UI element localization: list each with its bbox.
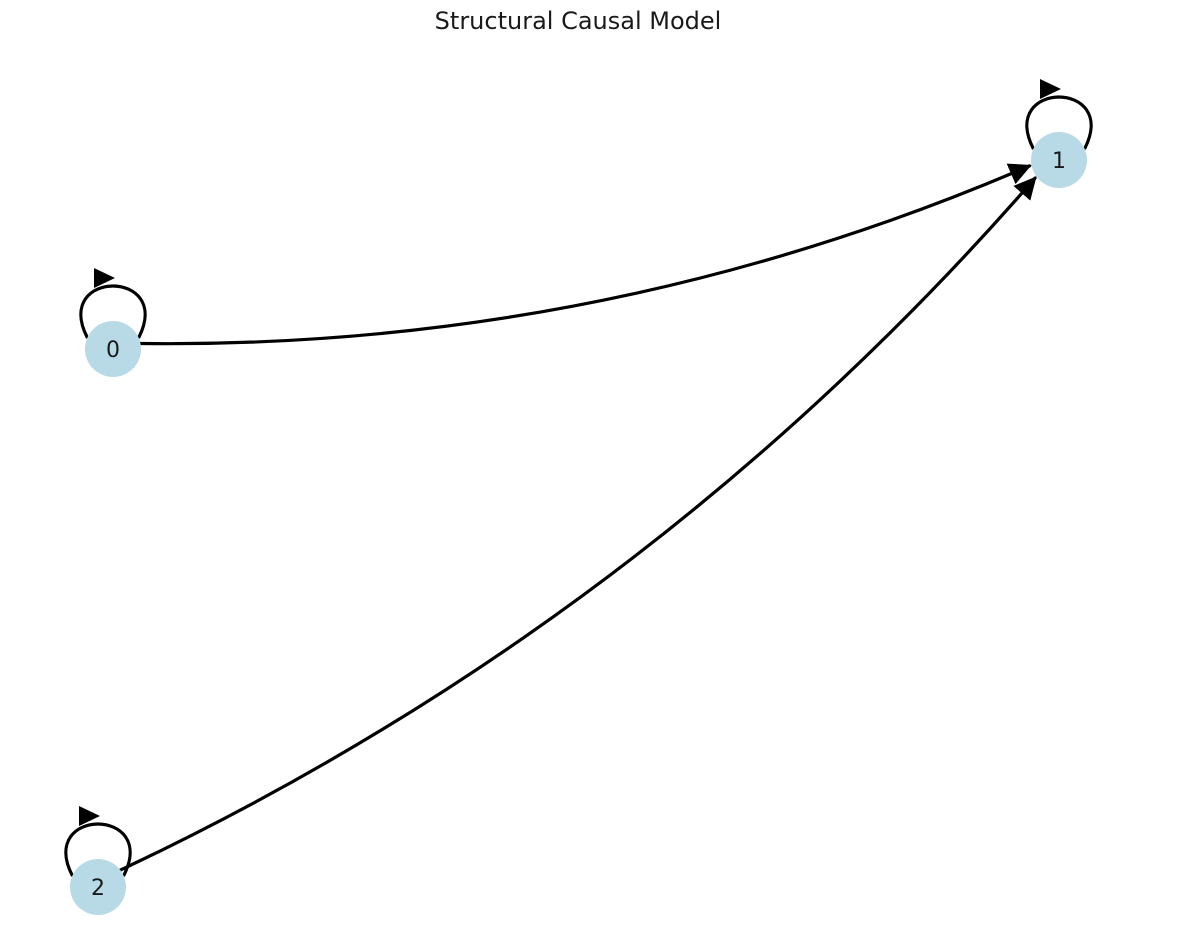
- node-circle-2: [70, 859, 126, 915]
- node-circle-0: [85, 321, 141, 377]
- edge-0-to-1: [138, 163, 1032, 346]
- diagram-title: Structural Causal Model: [435, 7, 722, 35]
- edges: [118, 163, 1037, 872]
- node-1: 1: [1031, 132, 1087, 188]
- nodes: 0 1 2: [70, 132, 1087, 915]
- edge-2-to-1: [118, 176, 1037, 872]
- self-loop-arrowhead-2: [79, 806, 100, 826]
- self-loops: [64, 79, 1093, 877]
- node-circle-1: [1031, 132, 1087, 188]
- node-label-1: 1: [1052, 149, 1066, 174]
- node-0: 0: [85, 321, 141, 377]
- self-loop-0: [79, 284, 147, 339]
- self-loop-1: [1025, 95, 1093, 150]
- node-2: 2: [70, 859, 126, 915]
- self-loop-arrowhead-1: [1040, 79, 1061, 99]
- self-loop-2: [64, 822, 132, 877]
- node-label-0: 0: [106, 338, 120, 363]
- self-loop-arrowhead-0: [94, 268, 115, 288]
- node-label-2: 2: [91, 876, 105, 901]
